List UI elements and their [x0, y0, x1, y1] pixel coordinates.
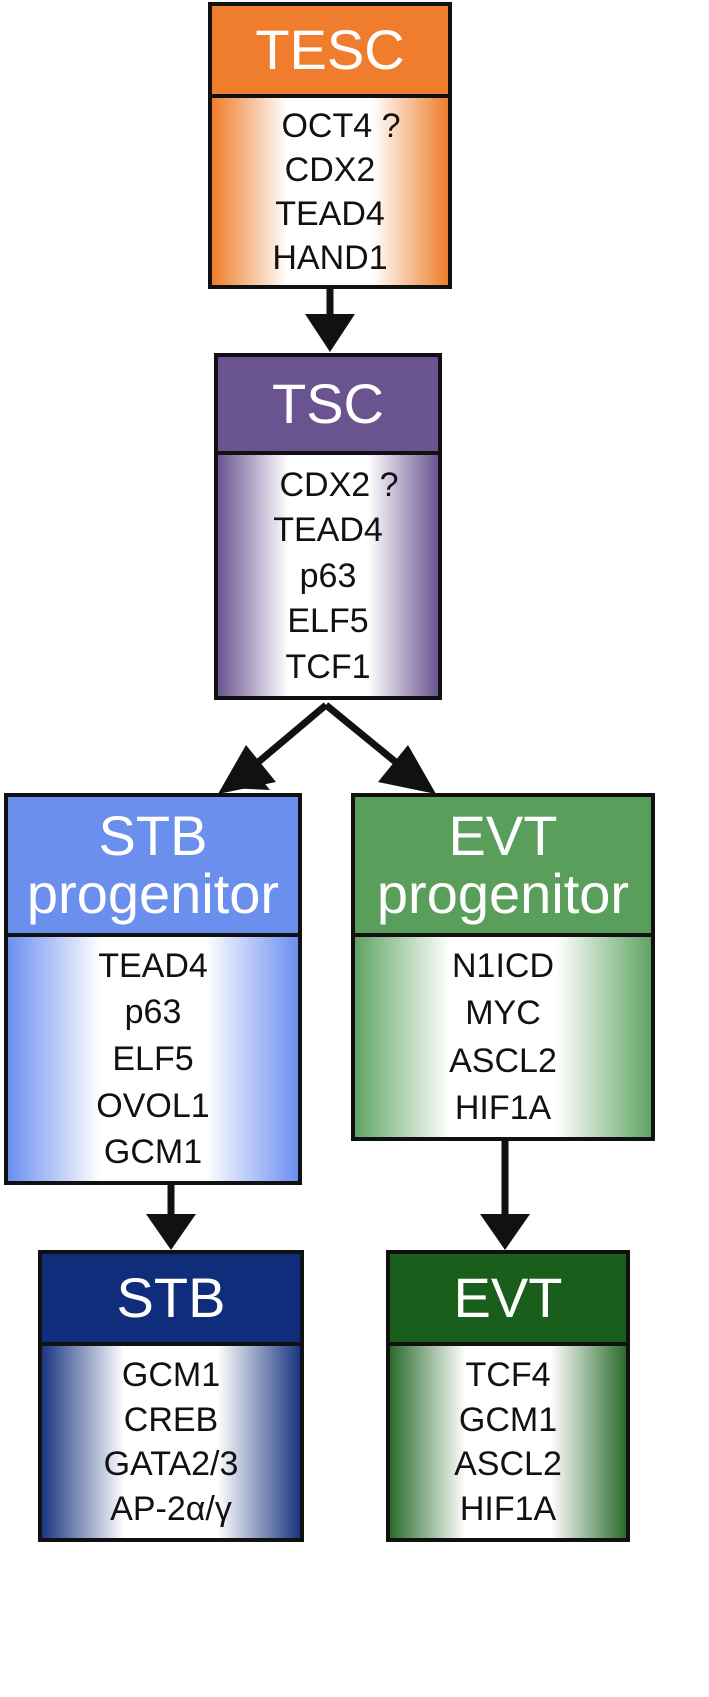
marker-gata2-3: GATA2/3: [103, 1445, 239, 1484]
marker-elf5: ELF5: [112, 1039, 194, 1078]
node-evt-title: EVT: [453, 1266, 563, 1329]
marker-tead4: TEAD4: [273, 511, 383, 549]
marker-hif1a: HIF1A: [459, 1490, 557, 1529]
marker-creb: CREB: [123, 1400, 219, 1439]
marker-p63: p63: [124, 993, 182, 1032]
node-stb-title: STB: [116, 1266, 226, 1329]
marker-ascl2: ASCL2: [449, 1041, 557, 1080]
node-stb-progenitor: STB progenitor TEAD4 p63 ELF5 OVOL1 GCM1: [4, 793, 302, 1185]
arrow-tsc-to-evt-progenitor: [323, 702, 436, 794]
node-tsc-markers: CDX2 ? TEAD4 p63 ELF5 TCF1: [218, 455, 438, 696]
marker-ascl2: ASCL2: [454, 1445, 562, 1484]
marker-tead4: TEAD4: [98, 946, 208, 985]
marker-n1icd: N1ICD: [451, 947, 555, 986]
node-stb-header: STB: [42, 1254, 300, 1346]
marker-elf5: ELF5: [287, 602, 369, 640]
node-evt-progenitor-header: EVT progenitor: [355, 797, 651, 937]
marker-gcm1: GCM1: [121, 1355, 221, 1394]
arrow-tesc-to-tsc: [305, 287, 355, 352]
marker-cdx2: CDX2: [284, 151, 376, 189]
arrow-stb-progenitor-to-stb: [146, 1185, 196, 1250]
arrow-evt-progenitor-to-evt: [480, 1140, 530, 1250]
node-evt-markers: TCF4 GCM1 ASCL2 HIF1A: [390, 1346, 626, 1538]
marker-cdx2: CDX2 ?: [279, 465, 399, 504]
node-stb-progenitor-markers: TEAD4 p63 ELF5 OVOL1 GCM1: [8, 937, 298, 1181]
node-tesc-title: TESC: [255, 18, 405, 81]
marker-tcf4: TCF4: [465, 1355, 551, 1394]
node-tesc-markers: OCT4 ? CDX2 TEAD4 HAND1: [212, 98, 448, 285]
marker-p63: p63: [299, 556, 357, 595]
marker-gcm1: GCM1: [458, 1400, 558, 1439]
node-tesc-header: TESC: [212, 6, 448, 98]
marker-oct4: OCT4 ?: [281, 107, 401, 145]
node-stb-progenitor-title-line1: STB: [98, 804, 208, 867]
node-evt-progenitor-title-line2: progenitor: [376, 862, 630, 925]
node-evt-progenitor-markers: N1ICD MYC ASCL2 HIF1A: [355, 937, 651, 1137]
marker-gcm1: GCM1: [103, 1133, 203, 1172]
marker-hif1a: HIF1A: [454, 1088, 552, 1127]
node-stb: STB GCM1 CREB GATA2/3 AP-2α/γ: [38, 1250, 304, 1542]
node-evt-progenitor: EVT progenitor N1ICD MYC ASCL2 HIF1A: [351, 793, 655, 1141]
node-tsc-header: TSC: [218, 357, 438, 455]
node-tesc: TESC OCT4 ? CDX2 TEAD4 HAND1: [208, 2, 452, 289]
node-stb-markers: GCM1 CREB GATA2/3 AP-2α/γ: [42, 1346, 300, 1538]
marker-tcf1: TCF1: [285, 647, 371, 686]
node-tsc-title: TSC: [272, 372, 384, 435]
node-evt-progenitor-title-line1: EVT: [448, 804, 558, 867]
marker-ap2-alpha-gamma: AP-2α/γ: [110, 1490, 232, 1529]
marker-myc: MYC: [465, 994, 541, 1033]
node-tsc: TSC CDX2 ? TEAD4 p63 ELF5 TCF1: [214, 353, 442, 700]
marker-hand1: HAND1: [272, 239, 388, 277]
arrow-tsc-to-stb-progenitor: [218, 702, 329, 794]
node-evt: EVT TCF4 GCM1 ASCL2 HIF1A: [386, 1250, 630, 1542]
marker-tead4: TEAD4: [275, 195, 385, 233]
node-evt-header: EVT: [390, 1254, 626, 1346]
node-stb-progenitor-title-line2: progenitor: [26, 862, 280, 925]
marker-ovol1: OVOL1: [96, 1086, 210, 1125]
node-stb-progenitor-header: STB progenitor: [8, 797, 298, 937]
